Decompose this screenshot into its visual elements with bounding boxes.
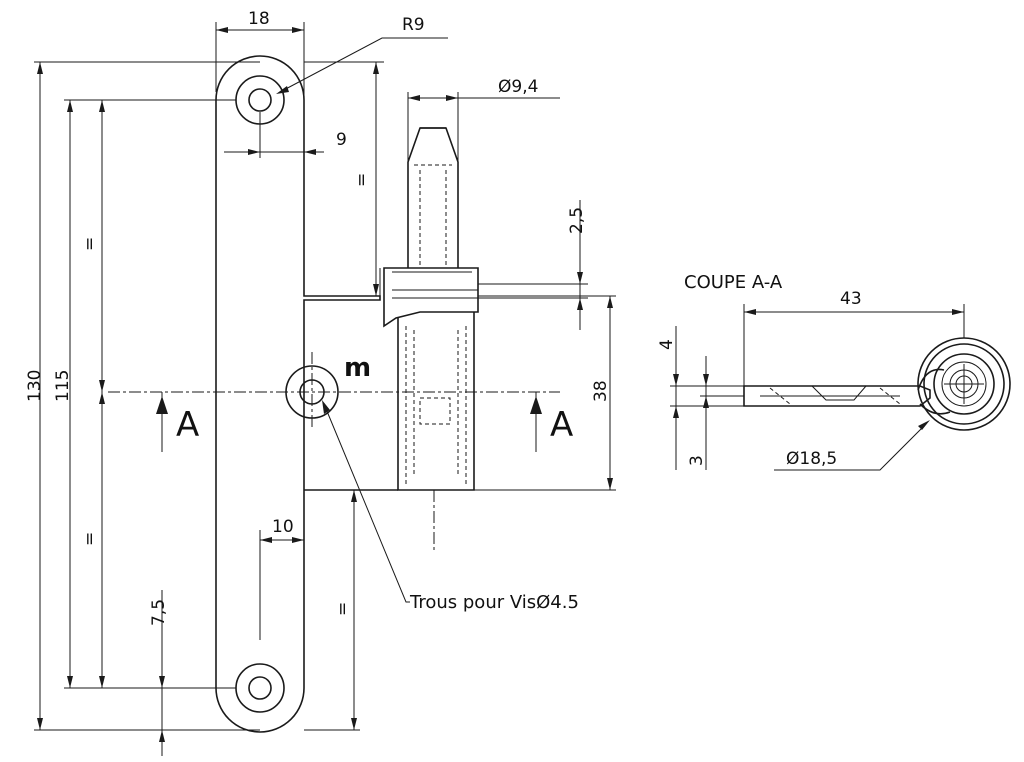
hinge-pin <box>407 127 459 268</box>
hinge-barrel <box>397 312 475 552</box>
dim-r9-text: R9 <box>402 15 425 35</box>
section-barrel <box>917 337 1011 431</box>
dim-10-text: 10 <box>272 517 294 537</box>
dim-pin-diameter: Ø9,4 <box>407 77 560 162</box>
dim-offset-10: 10 <box>259 517 304 640</box>
hinge-collar <box>379 267 479 328</box>
dim-dia-pin-text: Ø9,4 <box>498 77 538 97</box>
dim-eq-left: = = <box>80 100 105 688</box>
dim-eq-lower-text: = <box>333 602 353 616</box>
section-plate <box>743 385 931 407</box>
dim-width-18: 18 <box>215 9 305 100</box>
section-marker-right: A <box>530 392 573 452</box>
dim-section-diameter: Ø18,5 <box>774 420 930 471</box>
dim-3-text: 3 <box>687 455 707 466</box>
dim-9-text: 9 <box>336 130 347 150</box>
dim-dia-barrel-text: Ø18,5 <box>786 449 837 469</box>
bottom-screw-hole <box>235 663 285 713</box>
section-mark-right-text: A <box>550 405 573 445</box>
dim-hole-spacing-115: 115 <box>53 99 236 689</box>
dim-radius: R9 <box>276 15 448 94</box>
section-marker-left: A <box>156 392 199 452</box>
dim-130-text: 130 <box>25 370 45 402</box>
dim-overall-130: 130 <box>25 61 260 731</box>
note-text: Trous pour VisØ4.5 <box>409 592 579 613</box>
dim-section-thickness: 4 3 <box>657 326 744 470</box>
dim-43-text: 43 <box>840 289 862 309</box>
marking-m: m <box>344 353 371 383</box>
screw-hole-note: Trous pour VisØ4.5 <box>322 400 579 613</box>
dim-eq-left-upper-text: = <box>80 237 100 251</box>
dim-18-text: 18 <box>248 9 270 29</box>
dim-115-text: 115 <box>53 370 73 402</box>
section-title: COUPE A-A <box>684 272 783 293</box>
dim-collar-2-5: 2,5 <box>478 200 588 330</box>
dim-eq-top-text: = <box>352 173 372 187</box>
hinge-plate-outline <box>215 55 398 733</box>
dim-section-43: 43 <box>743 289 965 386</box>
dim-38-text: 38 <box>591 380 611 402</box>
dim-eq-lower: = <box>304 490 360 731</box>
dim-7-5-text: 7,5 <box>149 599 169 626</box>
dim-half-9: 9 <box>224 112 347 158</box>
dim-eq-left-lower-text: = <box>80 532 100 546</box>
dim-2-5-text: 2,5 <box>567 207 587 234</box>
dim-7-5: 7,5 <box>149 590 169 756</box>
section-mark-left-text: A <box>176 405 199 445</box>
dim-barrel-38: 38 <box>474 295 616 491</box>
dim-eq-top: = <box>304 61 384 296</box>
dim-4-text: 4 <box>657 339 677 350</box>
